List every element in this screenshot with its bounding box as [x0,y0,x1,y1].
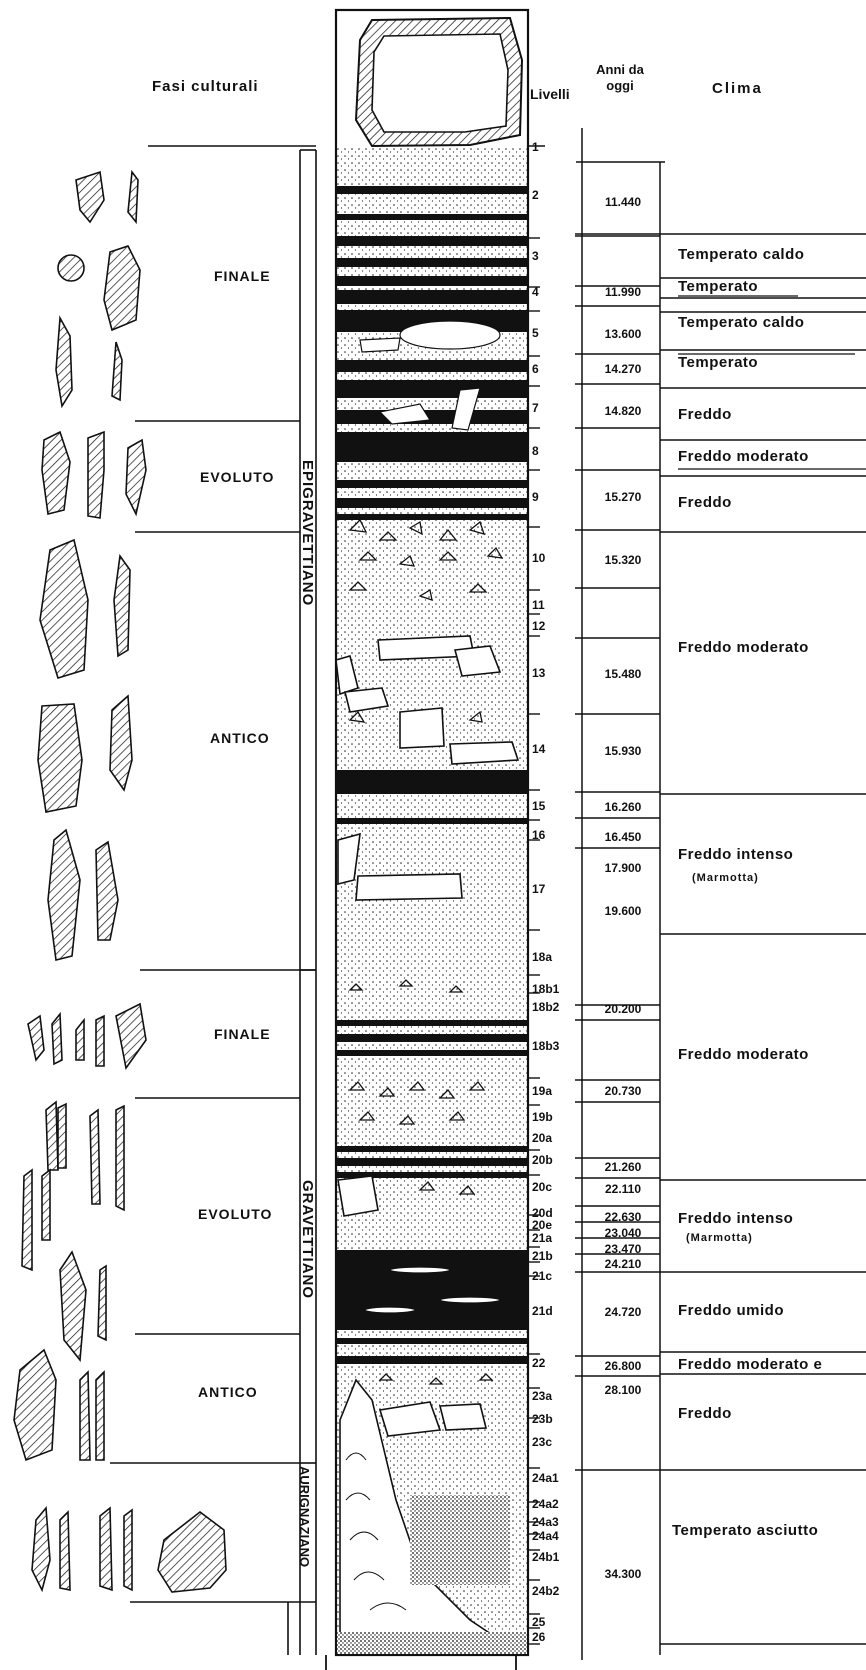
clima-label: Freddo [678,494,732,511]
clima-label: Freddo intenso [678,1210,793,1227]
clima-label: Freddo [678,1405,732,1422]
clima-label: Temperato asciutto [672,1522,818,1539]
clima-label: Temperato caldo [678,246,804,263]
clima-note: (Marmotta) [692,872,759,884]
clima-note: (Marmotta) [686,1232,753,1244]
clima-label: Freddo moderato [678,448,809,465]
clima-label: Freddo moderato [678,1046,809,1063]
clima-label: Freddo [678,406,732,423]
clima-label: Freddo intenso [678,846,793,863]
clima-label: Temperato [678,278,758,295]
clima-label: Freddo umido [678,1302,784,1319]
clima-label: Temperato [678,354,758,371]
clima-label: Freddo moderato [678,639,809,656]
clima-label: Temperato caldo [678,314,804,331]
clima-label: Freddo moderato e [678,1356,822,1373]
